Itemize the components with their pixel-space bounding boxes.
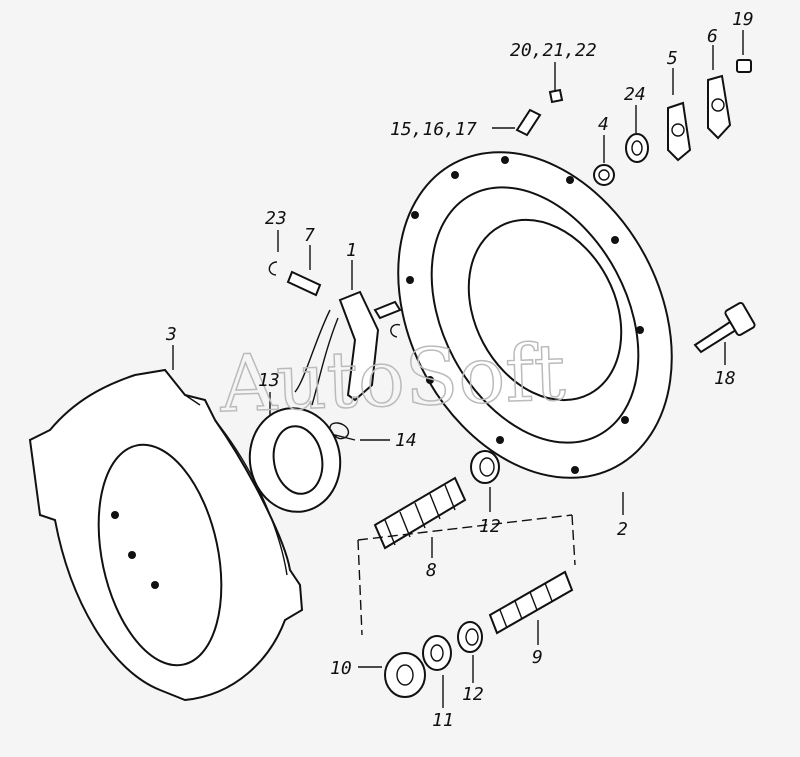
pin-20-22: [548, 88, 564, 104]
bracket-5: [667, 101, 692, 162]
label-2: 2: [617, 519, 628, 540]
watermark: AutoSoft: [218, 328, 567, 430]
label-1: 1: [346, 240, 357, 261]
label-4: 4: [598, 114, 609, 135]
washer-11: [422, 635, 452, 671]
bolt-18: [693, 301, 756, 354]
leader-lines: [172, 30, 744, 708]
bolt-nut: [593, 164, 615, 186]
label-9: 9: [532, 647, 543, 668]
group-bracket: [357, 514, 576, 636]
label-23: 23: [265, 208, 287, 229]
bracket-6: [707, 74, 732, 140]
label-3: 3: [165, 324, 177, 345]
washer-24: [625, 133, 649, 163]
plate-15-17: [515, 108, 542, 137]
label-20-22: 20,21,22: [510, 40, 597, 61]
label-7: 7: [304, 225, 315, 246]
label-15-17: 15,16,17: [390, 119, 477, 140]
clip-small: [390, 323, 401, 338]
clip-23: [268, 261, 278, 276]
label-14: 14: [395, 430, 417, 451]
label-10: 10: [330, 658, 352, 679]
spring-8: [373, 476, 467, 550]
bushing-12-upper: [470, 450, 500, 484]
bushing-12-lower: [457, 621, 483, 653]
pin-7: [286, 270, 322, 297]
label-5: 5: [667, 48, 678, 69]
release-lever: [294, 290, 402, 406]
label-24: 24: [624, 84, 646, 105]
label-11: 11: [432, 710, 454, 731]
spring-9: [488, 570, 574, 635]
label-19: 19: [732, 9, 754, 30]
label-12-lower: 12: [462, 684, 484, 705]
label-12-upper: 12: [479, 516, 501, 537]
label-6: 6: [707, 26, 718, 47]
label-8: 8: [426, 560, 437, 581]
clutch-cover: [397, 151, 673, 479]
washer-10: [384, 652, 426, 698]
spring-clip: [329, 422, 356, 441]
pressure-plate: [28, 368, 304, 702]
label-13: 13: [258, 370, 280, 391]
screw-19: [736, 59, 752, 73]
retainer-cage: [248, 407, 342, 513]
label-18: 18: [714, 368, 736, 389]
